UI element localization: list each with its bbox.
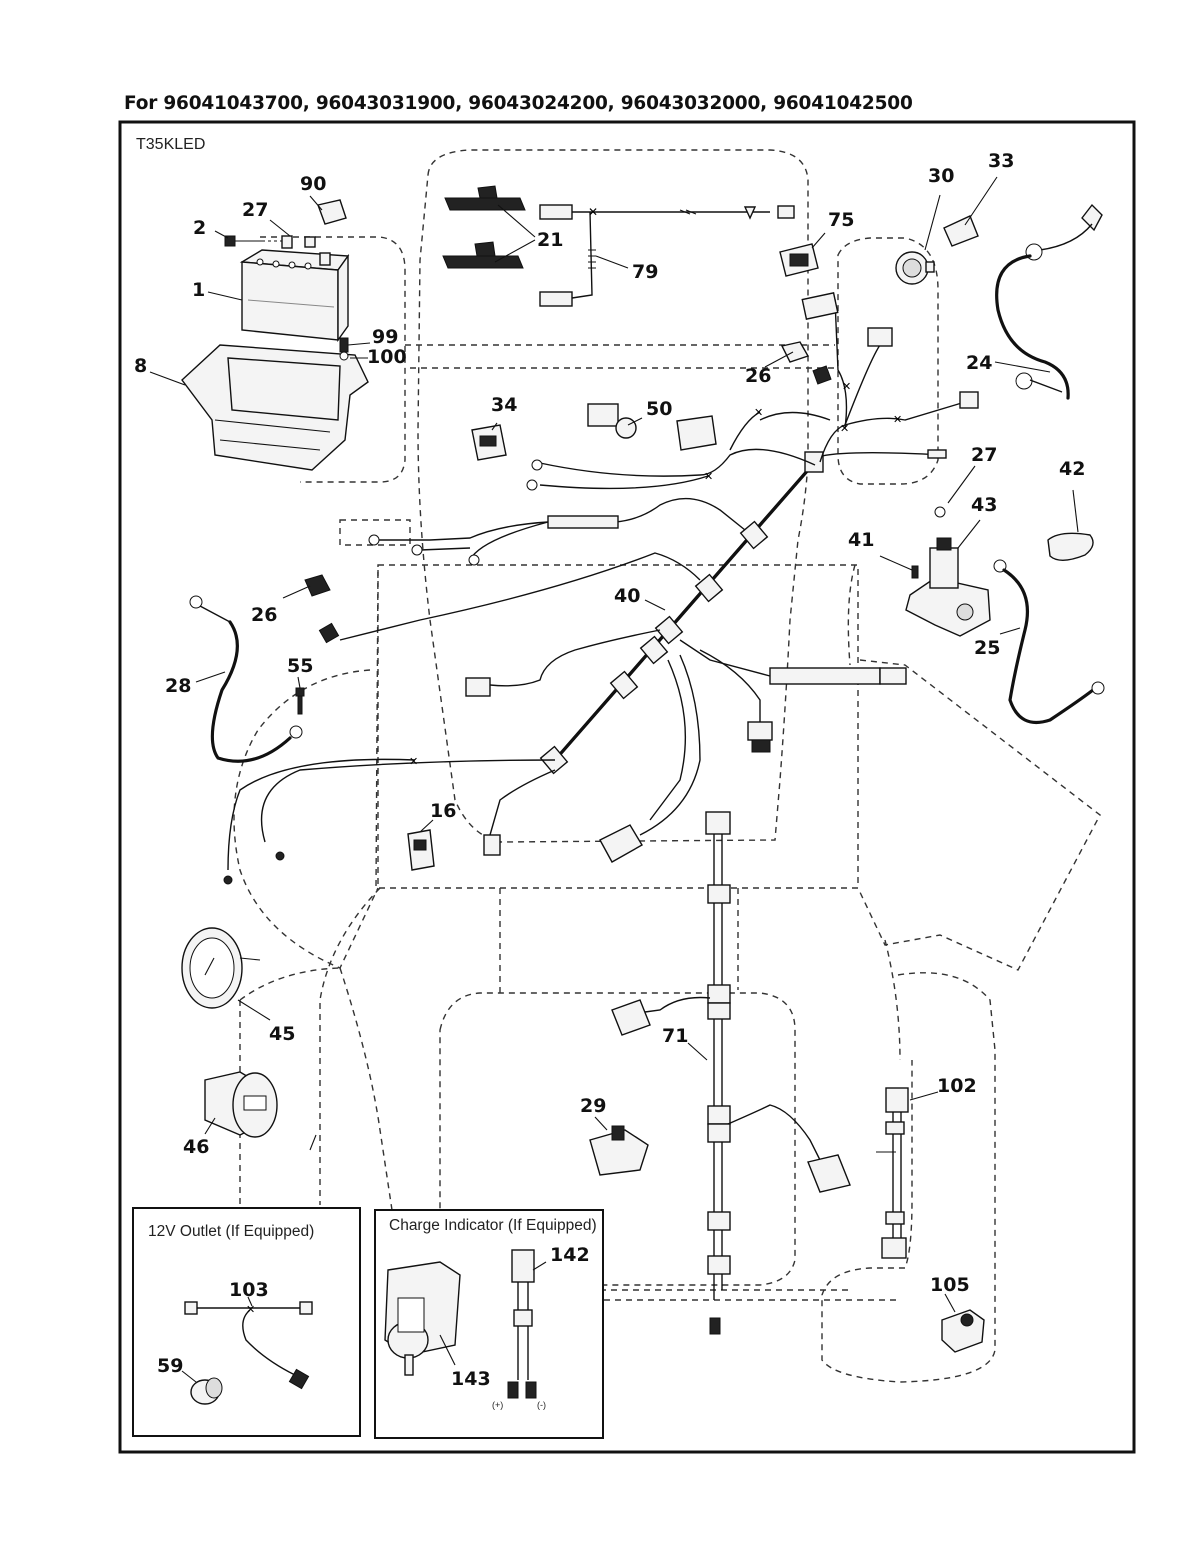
callout-71: 71 xyxy=(662,1025,688,1047)
svg-text:✕: ✕ xyxy=(893,414,902,426)
outlet-title: 12V Outlet (If Equipped) xyxy=(148,1223,314,1240)
switch-34 xyxy=(471,424,507,461)
page-title: For 96041043700, 96043031900, 9604302420… xyxy=(124,93,913,114)
charge-title: Charge Indicator (If Equipped) xyxy=(389,1217,597,1234)
tractor-outline xyxy=(233,149,1101,1383)
callout-1: 1 xyxy=(192,279,205,301)
battery xyxy=(239,249,350,343)
callout-100: 100 xyxy=(367,346,407,368)
main-harness-40: ✕ ✕ ✕ ✕ ✕ ✕ xyxy=(227,299,966,871)
callout-27-right: 27 xyxy=(971,444,997,466)
minus-terminal-label: (-) xyxy=(537,1400,546,1410)
callout-28: 28 xyxy=(165,675,191,697)
battery-hardware xyxy=(224,199,349,361)
switch-75 xyxy=(779,243,819,277)
inset-charge-indicator: Charge Indicator (If Equipped) (+) (-) xyxy=(374,1209,604,1439)
plus-terminal-label: (+) xyxy=(492,1400,503,1410)
callout-103: 103 xyxy=(229,1279,269,1301)
callout-27-top: 27 xyxy=(242,199,268,221)
switch-29 xyxy=(589,1125,649,1176)
rear-harness-71 xyxy=(611,811,851,1335)
callout-45: 45 xyxy=(269,1023,295,1045)
harness-connectors xyxy=(318,292,979,863)
inset-12v-outlet: 12V Outlet (If Equipped) ✕ xyxy=(132,1207,361,1437)
switch-16 xyxy=(223,829,435,885)
callout-75: 75 xyxy=(828,209,854,231)
callout-90: 90 xyxy=(300,173,326,195)
cap-42 xyxy=(1047,532,1094,561)
callout-99: 99 xyxy=(372,326,398,348)
callout-46: 46 xyxy=(183,1136,209,1158)
callout-26-top: 26 xyxy=(745,365,771,387)
callout-41: 41 xyxy=(848,529,874,551)
callout-40: 40 xyxy=(614,585,640,607)
wire-79: ✕ xyxy=(539,204,795,307)
callout-16: 16 xyxy=(430,800,456,822)
callout-labels: 90 27 2 1 99 100 8 21 79 75 30 33 24 26 … xyxy=(134,150,1085,1390)
bolt-55 xyxy=(295,687,305,715)
harness-102 xyxy=(876,1087,909,1259)
callout-2: 2 xyxy=(193,217,206,239)
callout-102: 102 xyxy=(937,1075,977,1097)
svg-text:✕: ✕ xyxy=(246,1304,255,1316)
leader-lines xyxy=(149,176,1079,1383)
callout-34: 34 xyxy=(491,394,517,416)
callout-25: 25 xyxy=(974,637,1000,659)
solenoid xyxy=(905,506,991,637)
svg-text:✕: ✕ xyxy=(409,756,418,768)
callout-143: 143 xyxy=(451,1368,491,1390)
svg-text:✕: ✕ xyxy=(754,407,763,419)
svg-text:✕: ✕ xyxy=(842,381,851,393)
connector-26 xyxy=(304,574,331,597)
callout-50: 50 xyxy=(646,398,672,420)
hour-meter-46 xyxy=(204,1071,278,1138)
cable-28 xyxy=(189,595,303,763)
callout-59: 59 xyxy=(157,1355,183,1377)
callout-8: 8 xyxy=(134,355,147,377)
cable-25 xyxy=(993,559,1105,725)
callout-21: 21 xyxy=(537,229,563,251)
ignition-switch xyxy=(895,215,979,285)
switch-105 xyxy=(941,1309,985,1353)
callout-24: 24 xyxy=(966,352,992,374)
svg-text:✕: ✕ xyxy=(704,471,713,483)
callout-142: 142 xyxy=(550,1244,590,1266)
callout-29: 29 xyxy=(580,1095,606,1117)
relay-brackets xyxy=(442,185,526,269)
cable-24 xyxy=(995,203,1103,400)
svg-text:✕: ✕ xyxy=(840,423,849,435)
gauge-45 xyxy=(181,927,261,1009)
callout-55: 55 xyxy=(287,655,313,677)
battery-tray xyxy=(181,344,369,471)
svg-text:✕: ✕ xyxy=(588,205,598,219)
callout-30: 30 xyxy=(928,165,954,187)
model-code: T35KLED xyxy=(136,136,205,153)
diagram-frame xyxy=(118,120,1136,1454)
callout-105: 105 xyxy=(930,1274,970,1296)
callout-26-left: 26 xyxy=(251,604,277,626)
callout-43: 43 xyxy=(971,494,997,516)
callout-33: 33 xyxy=(988,150,1014,172)
connector-50 xyxy=(587,403,637,439)
callout-79: 79 xyxy=(632,261,658,283)
callout-42: 42 xyxy=(1059,458,1085,480)
